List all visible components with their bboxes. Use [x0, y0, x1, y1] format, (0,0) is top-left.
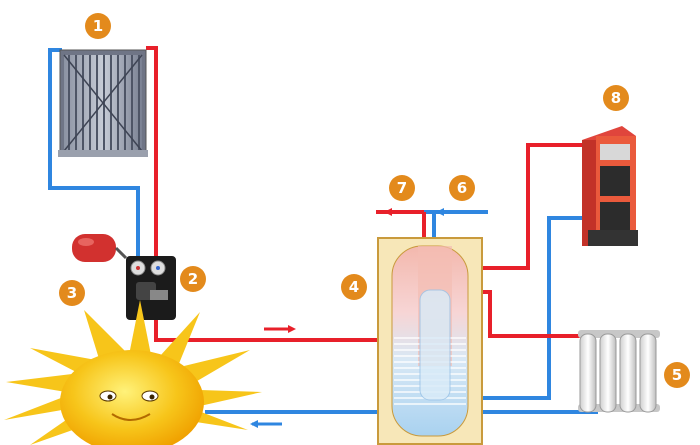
cold-pipes — [48, 48, 598, 414]
boiler-return-pipe — [480, 216, 588, 400]
expansion-vessel — [72, 234, 128, 262]
badge-8: 8 — [603, 85, 629, 111]
solar-collector — [58, 49, 148, 157]
cold-in-arrow — [436, 208, 444, 216]
badge-6: 6 — [449, 175, 475, 201]
boiler — [582, 126, 638, 246]
badge-1: 1 — [85, 13, 111, 39]
flow-arrows — [250, 208, 478, 428]
badge-5: 5 — [664, 362, 690, 388]
return-arrow-left — [250, 420, 258, 428]
sun — [4, 300, 262, 445]
boiler-flow-pipe — [468, 143, 588, 270]
collector-flow-pipe — [146, 46, 158, 258]
pump-station — [126, 256, 176, 320]
storage-tank — [377, 237, 483, 445]
radiator-flow-pipe — [468, 290, 585, 338]
radiator — [578, 330, 660, 413]
flow-to-tank-pipe — [154, 318, 392, 342]
badge-4: 4 — [341, 274, 367, 300]
badge-7: 7 — [389, 175, 415, 201]
badge-2: 2 — [180, 266, 206, 292]
badge-3: 3 — [59, 280, 85, 306]
hot-out-arrow — [384, 208, 392, 216]
collector-return-pipe — [48, 48, 140, 262]
hot-pipes — [146, 46, 588, 342]
